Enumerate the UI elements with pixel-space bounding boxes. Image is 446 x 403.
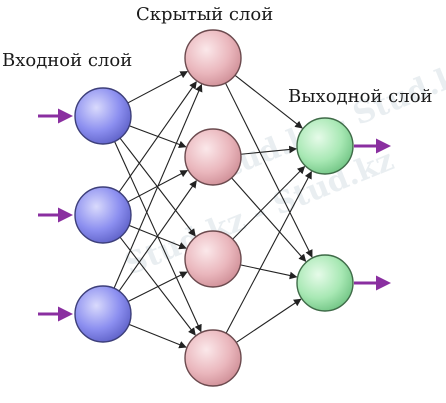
connection-arrow <box>232 166 306 240</box>
connection-arrow <box>240 145 297 155</box>
input-neuron-1 <box>74 87 132 145</box>
output-neuron-1 <box>296 117 354 175</box>
hidden-neuron-3 <box>184 230 242 288</box>
hidden-neuron-4 <box>184 329 242 387</box>
connection-arrow <box>118 81 197 193</box>
connection-arrow <box>234 74 303 129</box>
connection-arrow <box>224 82 313 258</box>
hidden-neuron-2 <box>184 128 242 186</box>
connection-arrow <box>118 180 197 292</box>
connection-arrow <box>231 177 307 262</box>
hidden-neuron-1 <box>184 29 242 87</box>
output-neuron-2 <box>296 254 354 312</box>
connection-arrow <box>240 264 298 280</box>
connection-arrow <box>225 170 312 334</box>
input-neuron-2 <box>74 186 132 244</box>
connection-arrow <box>127 71 189 104</box>
connection-arrow <box>113 83 203 289</box>
connection-arrow <box>128 323 187 349</box>
output-layer-label: Выходной слой <box>288 86 433 107</box>
connection-arrow <box>235 298 302 343</box>
hidden-layer-label: Скрытый слой <box>136 4 274 25</box>
connection-arrow <box>127 271 188 302</box>
input-layer-label: Входной слой <box>2 50 133 71</box>
input-neuron-3 <box>74 285 132 343</box>
